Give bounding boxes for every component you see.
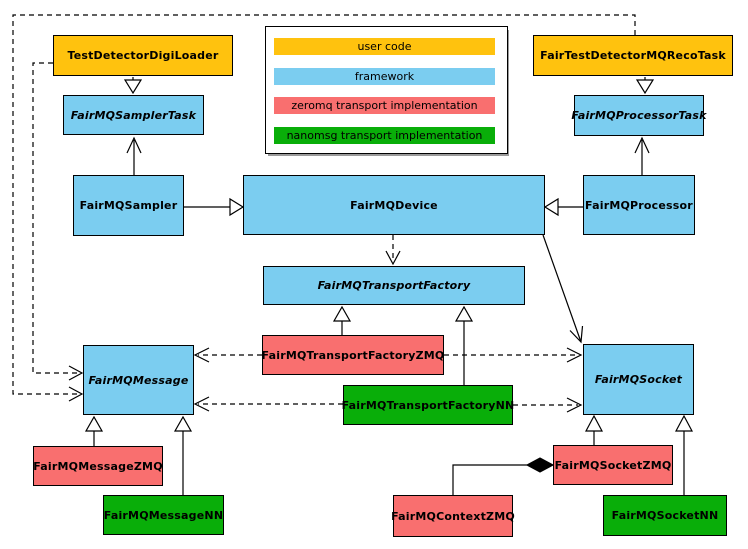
edge-device-socket-association xyxy=(542,234,584,344)
inheritance-arrowhead-icon xyxy=(332,305,352,322)
node-fairmqtransportfactoryzmq: FairMQTransportFactoryZMQ xyxy=(262,335,444,375)
edge-messagezmq-message-inheritance xyxy=(84,415,104,446)
open-arrowhead-icon xyxy=(126,136,142,154)
inheritance-arrowhead-icon xyxy=(84,415,104,432)
edge-socketnn-socket-inheritance xyxy=(675,414,693,495)
node-testdetectordigiloader: TestDetectorDigiLoader xyxy=(53,35,233,76)
inheritance-arrowhead-icon xyxy=(543,197,559,217)
node-fairmqprocessor: FairMQProcessor xyxy=(583,175,695,235)
open-arrowhead-icon xyxy=(68,365,84,381)
inheritance-arrowhead-icon xyxy=(585,414,603,432)
open-arrowhead-icon xyxy=(634,136,650,154)
edge-device-transportfactory-dependency xyxy=(385,235,401,266)
edge-socketzmq-socket-inheritance xyxy=(585,414,603,445)
node-fairmqmessage: FairMQMessage xyxy=(83,345,194,415)
node-fairmqprocessortask: FairMQProcessorTask xyxy=(571,95,706,136)
edge-messagenn-message-inheritance xyxy=(173,415,193,495)
edge-processor-processortask-association xyxy=(634,136,650,175)
composition-diamond-icon xyxy=(525,457,555,473)
edge-digiloader-message-dependency xyxy=(32,62,84,381)
node-fairmqsampler: FairMQSampler xyxy=(73,175,184,236)
inheritance-arrowhead-icon xyxy=(675,414,693,432)
node-fairmqdevice: FairMQDevice xyxy=(243,175,545,235)
node-fairmqsocketzmq: FairMQSocketZMQ xyxy=(553,445,673,485)
node-fairmqsocketnn: FairMQSocketNN xyxy=(603,495,727,536)
edge-transportfactorynn-socket-dependency xyxy=(513,397,583,413)
edge-transportfactorynn-message-dependency xyxy=(193,396,343,412)
edge-transportfactoryzmq-socket-dependency xyxy=(444,347,583,363)
legend: user code framework zeromq transport imp… xyxy=(265,26,508,154)
open-arrowhead-icon xyxy=(193,396,210,412)
edge-transportfactoryzmq-transportfactory-inheritance xyxy=(332,305,352,335)
edge-contextzmq-socketzmq-composition xyxy=(452,457,555,495)
inheritance-arrowhead-icon xyxy=(123,79,143,95)
edge-sampler-samplertask-association xyxy=(126,136,142,175)
edge-processor-device-inheritance xyxy=(543,197,583,217)
legend-item-user-code: user code xyxy=(274,38,495,55)
edge-digiloader-samplertask-inheritance xyxy=(123,77,143,95)
open-arrowhead-icon xyxy=(68,386,84,402)
inheritance-arrowhead-icon xyxy=(635,79,655,95)
edge-transportfactorynn-transportfactory-inheritance xyxy=(454,305,474,385)
node-fairmqmessagenn: FairMQMessageNN xyxy=(103,495,224,535)
legend-item-zeromq: zeromq transport implementation xyxy=(274,97,495,114)
edge-transportfactoryzmq-message-dependency xyxy=(193,347,262,363)
inheritance-arrowhead-icon xyxy=(454,305,474,322)
edge-recotask-message-dependency xyxy=(12,14,636,402)
open-arrowhead-icon xyxy=(569,325,584,344)
inheritance-arrowhead-icon xyxy=(229,197,245,217)
node-fairmqtransportfactorynn: FairMQTransportFactoryNN xyxy=(342,385,514,425)
open-arrowhead-icon xyxy=(566,347,583,363)
open-arrowhead-icon xyxy=(566,397,583,413)
inheritance-arrowhead-icon xyxy=(173,415,193,432)
edge-recotask-processortask-inheritance xyxy=(635,77,655,95)
node-fairmqtransportfactory: FairMQTransportFactory xyxy=(263,266,525,305)
legend-item-framework: framework xyxy=(274,68,495,85)
node-fairtestdetectormqrecotask: FairTestDetectorMQRecoTask xyxy=(533,35,733,76)
legend-item-nanomsg: nanomsg transport implementation xyxy=(274,127,495,144)
edge-sampler-device-inheritance xyxy=(184,197,245,217)
node-fairmqsamplertask: FairMQSamplerTask xyxy=(63,95,204,135)
node-fairmqsocket: FairMQSocket xyxy=(583,344,694,415)
node-fairmqcontextzmq: FairMQContextZMQ xyxy=(391,495,515,537)
open-arrowhead-icon xyxy=(385,250,401,266)
node-fairmqmessagezmq: FairMQMessageZMQ xyxy=(33,446,163,486)
open-arrowhead-icon xyxy=(193,347,210,363)
